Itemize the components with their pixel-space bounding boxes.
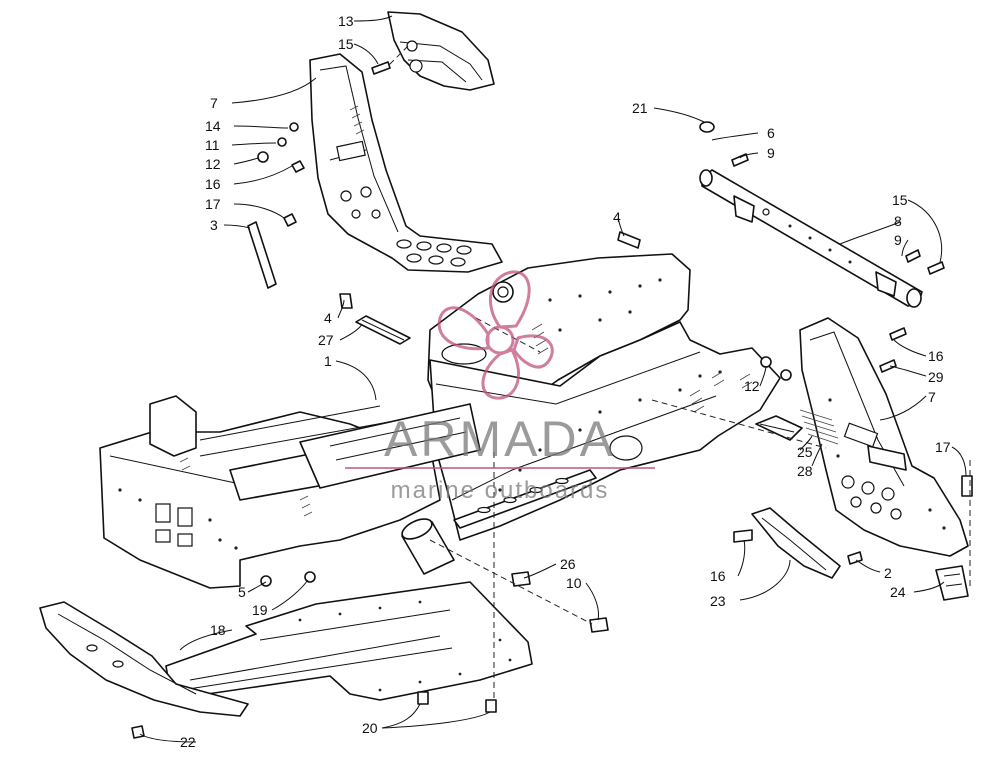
floor-pan-part: [165, 571, 533, 701]
callout-9-upper: 9: [767, 145, 775, 161]
callout-17: 17: [205, 196, 221, 212]
watermark-propeller-logo: [437, 270, 554, 400]
callout-25: 25: [797, 444, 813, 460]
callout-27: 27: [318, 332, 334, 348]
watermark-brand: ARMADA: [384, 411, 616, 467]
callout-11: 11: [205, 137, 220, 153]
callout-19: 19: [252, 602, 268, 618]
steering-post-part: [699, 121, 945, 308]
callout-12: 12: [205, 156, 221, 172]
callout-13: 13: [338, 13, 354, 29]
watermark-tagline: marine outboards: [391, 477, 610, 504]
callout-2: 2: [884, 565, 892, 581]
callout-1: 1: [324, 353, 332, 369]
callout-17-right: 17: [935, 439, 951, 455]
callout-20: 20: [362, 720, 378, 736]
main-frame-part: [427, 253, 781, 541]
callout-18: 18: [210, 622, 226, 638]
rod-part: [247, 221, 277, 289]
skid-plate-part: [39, 601, 249, 739]
callout-24: 24: [890, 584, 906, 600]
watermark: ARMADA marine outboards: [345, 270, 655, 504]
right-hardware: [733, 327, 973, 565]
callout-29: 29: [928, 369, 944, 385]
callout-5: 5: [238, 584, 246, 600]
callout-14: 14: [205, 118, 221, 134]
left-steering-bracket-part: [309, 53, 503, 273]
leader-lines: [139, 15, 967, 743]
callout-12-right: 12: [744, 378, 760, 394]
callout-10: 10: [566, 575, 582, 591]
callout-16-right: 16: [928, 348, 944, 364]
callout-23: 23: [710, 593, 726, 609]
callout-6: 6: [767, 125, 775, 141]
callout-15: 15: [338, 36, 354, 52]
tunnel-bracket-part: [355, 315, 411, 345]
callout-4-upper: 4: [613, 209, 621, 225]
callout-labels: 13 15 7 14 11 12 16 17 3 4 4 27 1 21 6 9…: [180, 13, 951, 750]
callout-7: 7: [210, 95, 218, 111]
callout-15-right: 15: [892, 192, 908, 208]
callout-16-lower: 16: [710, 568, 726, 584]
nose-cone-part: [387, 11, 495, 91]
callout-16: 16: [205, 176, 221, 192]
right-side-bracket-part: [760, 317, 969, 557]
callout-7-right: 7: [928, 389, 936, 405]
callout-22: 22: [180, 734, 196, 750]
callout-28: 28: [797, 463, 813, 479]
callout-9-lower: 9: [894, 232, 902, 248]
upper-hardware: [257, 61, 391, 227]
bumper-bracket-part: [755, 415, 803, 441]
callout-4-lower: 4: [324, 310, 332, 326]
assembly-guides: [387, 45, 971, 700]
callout-3: 3: [210, 217, 218, 233]
callout-8: 8: [894, 213, 902, 229]
lower-brace-part: [751, 507, 969, 601]
callout-26: 26: [560, 556, 576, 572]
callout-21: 21: [632, 100, 648, 116]
